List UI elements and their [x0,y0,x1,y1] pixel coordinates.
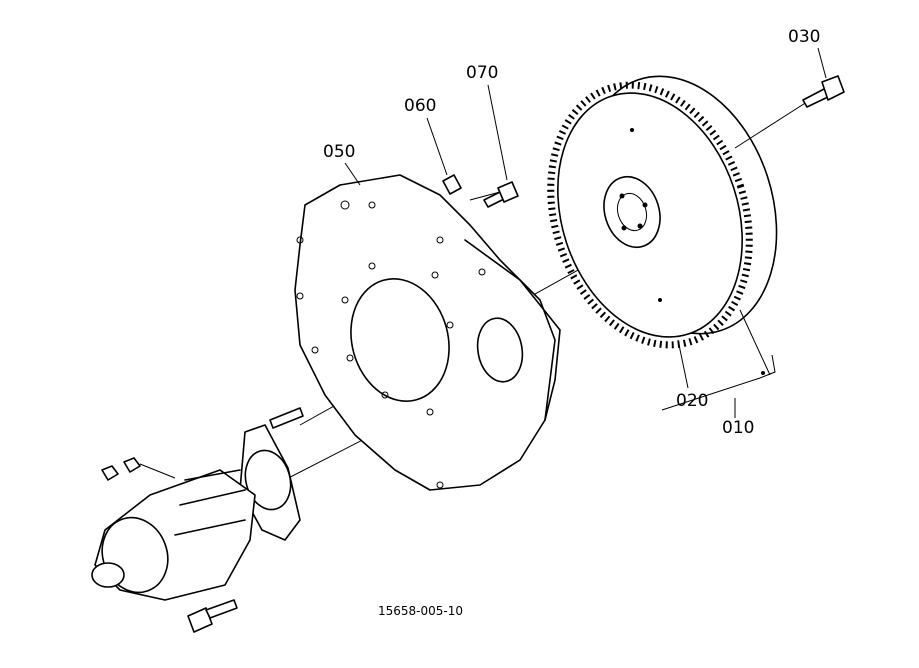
starter-bolt [187,599,238,633]
part-label-060: 060 [404,96,436,116]
part-label-050: 050 [323,142,355,162]
leader-lines [344,47,827,418]
starter-motor [91,407,304,601]
dowel-pin-060 [442,174,462,195]
bolt-030 [802,75,845,108]
starter-nuts [101,457,176,481]
flywheel-housing [294,174,561,491]
flywheel-ring-gear [547,75,778,349]
part-label-010: 010 [722,418,754,438]
part-label-030: 030 [788,27,820,47]
assembly-bracket-010 [661,354,776,411]
bolt-070 [483,181,519,208]
part-label-070: 070 [466,63,498,83]
drawing-code: 15658-005-10 [378,604,463,618]
part-label-020: 020 [676,391,708,411]
